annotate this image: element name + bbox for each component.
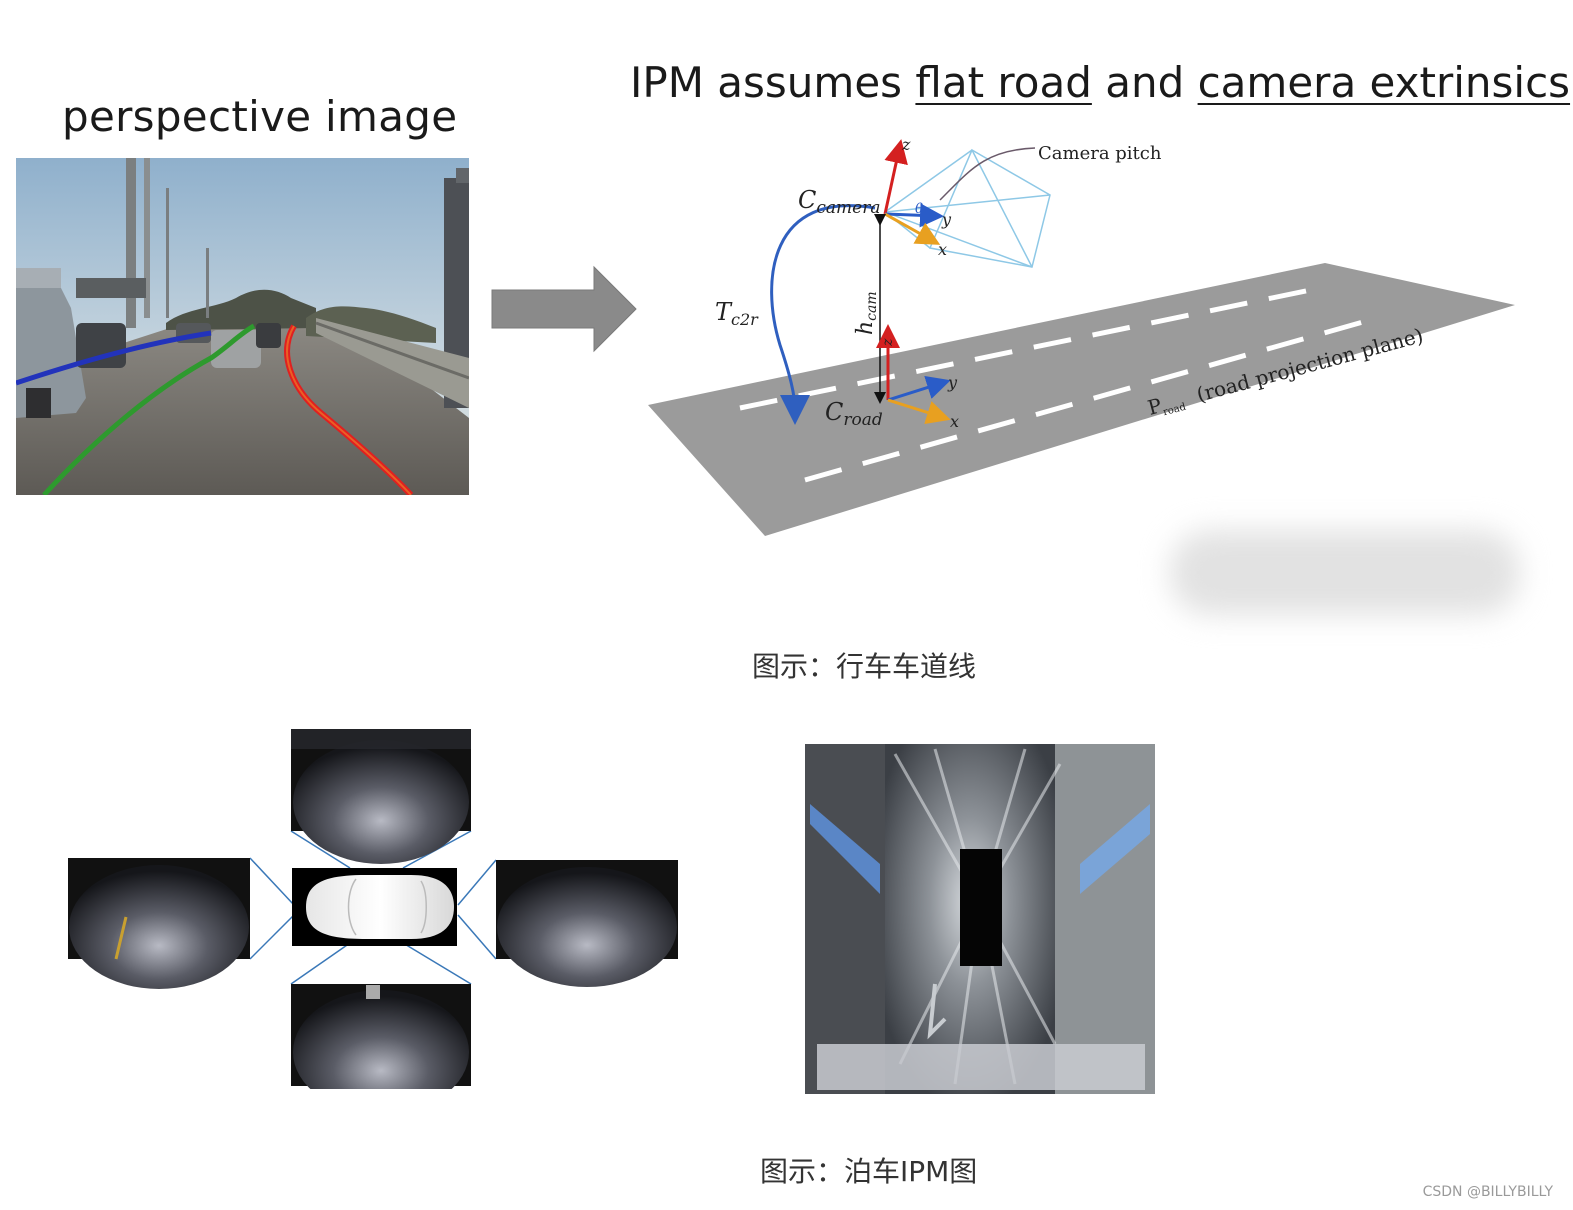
rear-fisheye-image — [291, 984, 471, 1089]
c-camera-label: Ccamera — [798, 186, 880, 218]
road-plane — [648, 263, 1515, 536]
ipm-title-part-3: and — [1091, 58, 1198, 107]
car-top-view — [292, 868, 457, 946]
svg-text:x: x — [938, 240, 947, 259]
front-fisheye-image — [291, 729, 471, 864]
left-fisheye-image — [68, 858, 250, 989]
transform-arc — [770, 204, 876, 425]
blurred-region — [817, 1044, 1145, 1090]
right-fisheye-image — [496, 860, 678, 987]
parking-ipm-image — [805, 744, 1155, 1094]
ipm-geometry-diagram: Camera pitch z y x θ hcam z y x Ccamera … — [648, 135, 1515, 536]
svg-text:z: z — [880, 338, 896, 347]
lane-line-left — [16, 330, 212, 386]
h-cam-label: hcam — [853, 291, 880, 335]
road-dash-line-top — [739, 284, 1326, 411]
surround-view-layout — [68, 729, 678, 1089]
camera-pitch-leader — [939, 147, 1036, 201]
right-arrow-icon — [491, 265, 637, 353]
lane-line-center — [42, 323, 256, 495]
ipm-title-part-1: IPM assumes — [630, 58, 916, 107]
svg-text:θ: θ — [915, 201, 924, 217]
watermark: CSDN @BILLYBILLY — [1422, 1184, 1553, 1200]
t-c2r-label: Tc2r — [715, 298, 759, 329]
svg-text:y: y — [941, 210, 952, 229]
svg-text:y: y — [947, 373, 958, 392]
ipm-title-flat-road: flat road — [915, 58, 1092, 107]
svg-text:x: x — [950, 412, 959, 431]
vehicle-black-box — [960, 849, 1002, 966]
perspective-road-photo — [16, 158, 469, 495]
perspective-image-title: perspective image — [62, 92, 458, 141]
camera-pitch-label: Camera pitch — [1038, 143, 1162, 164]
caption-parking-ipm: 图示：泊车IPM图 — [760, 1155, 978, 1188]
caption-lane-lines: 图示：行车车道线 — [752, 650, 977, 683]
blurred-region — [1170, 530, 1520, 615]
svg-text:z: z — [901, 135, 911, 154]
camera-frustum — [884, 148, 1051, 268]
ipm-title-camera-extrinsics: camera extrinsics — [1197, 58, 1571, 107]
c-road-label: Croad — [825, 398, 883, 430]
ipm-title: IPM assumes flat road and camera extrins… — [630, 58, 1570, 107]
road-dash-line-bottom — [804, 317, 1371, 483]
